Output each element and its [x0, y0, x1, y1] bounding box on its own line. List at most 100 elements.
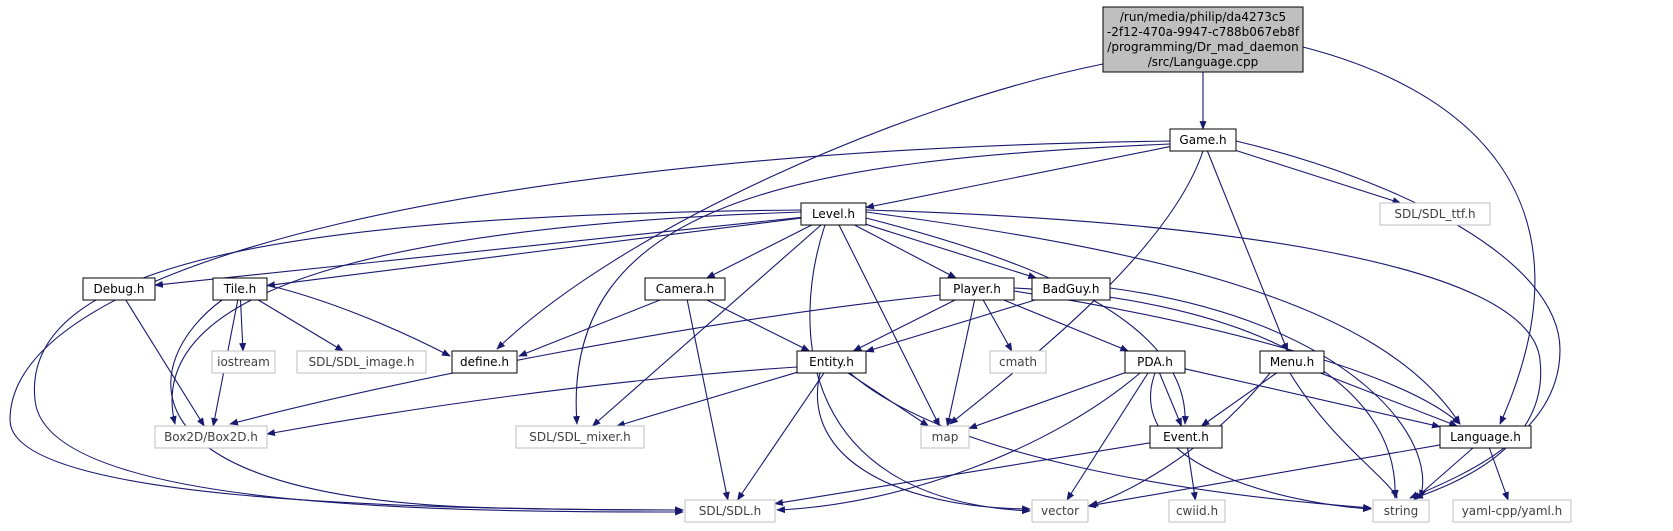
edge-root-to-language [1302, 46, 1536, 425]
edge-level-to-string [865, 209, 1542, 499]
edge-pda-to-vector [1066, 372, 1149, 501]
edge-tile-to-iostream [239, 299, 247, 352]
edge-level-to-debug [154, 216, 802, 288]
node-label: Level.h [812, 207, 855, 221]
node-yaml[interactable]: yaml-cpp/yaml.h [1452, 499, 1572, 523]
node-label: Player.h [953, 282, 1001, 296]
node-label: iostream [217, 355, 270, 369]
node-map[interactable]: map [920, 425, 970, 449]
node-root[interactable]: /run/media/philip/da4273c5-2f12-470a-994… [1102, 6, 1304, 73]
edge-level-to-map [838, 224, 940, 427]
node-cmath[interactable]: cmath [989, 350, 1047, 374]
edge-level-to-tile [266, 217, 802, 289]
node-label-line: /programming/Dr_mad_daemon [1107, 40, 1298, 54]
node-box [296, 350, 427, 374]
edge-entity-to-sdl_mixer [616, 371, 798, 428]
edge-game-to-string [1235, 140, 1561, 499]
node-menu[interactable]: Menu.h [1259, 350, 1325, 374]
edge-language-to-string [1412, 447, 1474, 501]
node-event[interactable]: Event.h [1149, 425, 1223, 449]
node-define[interactable]: define.h [451, 350, 518, 374]
node-cwiid[interactable]: cwiid.h [1168, 499, 1226, 523]
node-box [644, 277, 726, 301]
node-iostream[interactable]: iostream [211, 350, 276, 374]
edge-menu-to-string [1289, 372, 1398, 499]
node-box2d[interactable]: Box2D/Box2D.h [154, 425, 268, 449]
edge-level-to-language [865, 211, 1461, 425]
node-level[interactable]: Level.h [800, 202, 867, 226]
edge-pda-to-sdl [776, 372, 1141, 514]
node-label: Tile.h [223, 282, 256, 296]
node-debug[interactable]: Debug.h [82, 277, 156, 301]
node-box [989, 350, 1047, 374]
node-label-line: /run/media/philip/da4273c5 [1120, 10, 1286, 24]
node-language[interactable]: Language.h [1439, 425, 1532, 449]
edge-pda-to-language [1184, 368, 1441, 429]
edge-event-to-sdl [774, 442, 1151, 506]
node-player[interactable]: Player.h [939, 277, 1015, 301]
node-label: SDL/SDL_ttf.h [1394, 207, 1475, 221]
node-sdl-ttf[interactable]: SDL/SDL_ttf.h [1379, 202, 1491, 226]
dependency-nodes: /run/media/philip/da4273c5-2f12-470a-994… [82, 6, 1572, 523]
edge-camera-to-define [518, 299, 661, 357]
edge-debug-to-box2d [125, 299, 205, 427]
node-label-line: -2f12-470a-9947-c788b067eb8f [1107, 25, 1300, 39]
node-camera[interactable]: Camera.h [644, 277, 726, 301]
node-box [920, 425, 970, 449]
edge-entity-to-sdl [737, 372, 825, 501]
node-sdl-image[interactable]: SDL/SDL_image.h [296, 350, 427, 374]
node-label: SDL/SDL_image.h [309, 355, 415, 369]
node-badguy[interactable]: BadGuy.h [1031, 277, 1111, 301]
edge-player-to-map [945, 299, 976, 427]
edge-player-to-entity [852, 299, 956, 352]
node-string[interactable]: string [1372, 499, 1430, 523]
node-label: define.h [460, 355, 509, 369]
node-vector[interactable]: vector [1031, 499, 1089, 523]
node-tile[interactable]: Tile.h [212, 277, 268, 301]
node-pda[interactable]: PDA.h [1124, 350, 1186, 374]
node-box [211, 350, 276, 374]
node-label: SDL/SDL.h [699, 504, 762, 518]
node-box [1439, 425, 1532, 449]
edge-tile-to-sdl_image [258, 299, 344, 352]
node-label: Box2D/Box2D.h [164, 430, 258, 444]
node-box [1452, 499, 1572, 523]
node-box [212, 277, 268, 301]
edge-player-to-pda [1003, 299, 1130, 352]
node-box [1169, 128, 1237, 152]
node-box [1379, 202, 1491, 226]
edge-pda-to-string [1150, 372, 1372, 513]
node-sdl-mixer[interactable]: SDL/SDL_mixer.h [515, 425, 645, 449]
edge-game-to-sdl_ttf [1235, 149, 1402, 204]
node-box [1259, 350, 1325, 374]
edge-entity-to-box2d [266, 366, 798, 437]
node-label: Language.h [1450, 430, 1521, 444]
edge-game-to-level [865, 146, 1171, 210]
node-label: vector [1041, 504, 1079, 518]
node-label: Entity.h [809, 355, 854, 369]
edge-level-to-badguy [865, 223, 1038, 279]
node-box [800, 202, 867, 226]
edge-menu-to-language [1320, 372, 1458, 427]
node-entity[interactable]: Entity.h [796, 350, 867, 374]
edge-camera-to-sdl [686, 299, 730, 501]
node-box [1102, 6, 1304, 73]
node-game[interactable]: Game.h [1169, 128, 1237, 152]
edge-pda-to-event [1158, 372, 1183, 427]
edge-player-to-box2d [229, 294, 941, 426]
node-label: Debug.h [94, 282, 145, 296]
node-box [1372, 499, 1430, 523]
node-box [154, 425, 268, 449]
edge-event-to-cwiid [1187, 447, 1198, 501]
node-label: BadGuy.h [1043, 282, 1100, 296]
edge-tile-to-sdl [170, 299, 684, 514]
node-box [939, 277, 1015, 301]
node-label: Menu.h [1270, 355, 1314, 369]
edge-menu-to-event [1200, 372, 1277, 427]
node-label: yaml-cpp/yaml.h [1462, 504, 1563, 518]
edge-game-to-sdl [9, 140, 1171, 514]
node-sdl[interactable]: SDL/SDL.h [684, 499, 776, 523]
edge-level-to-sdl_mixer [591, 224, 822, 427]
dependency-edges [9, 46, 1561, 516]
edge-language-to-yaml [1488, 447, 1509, 501]
